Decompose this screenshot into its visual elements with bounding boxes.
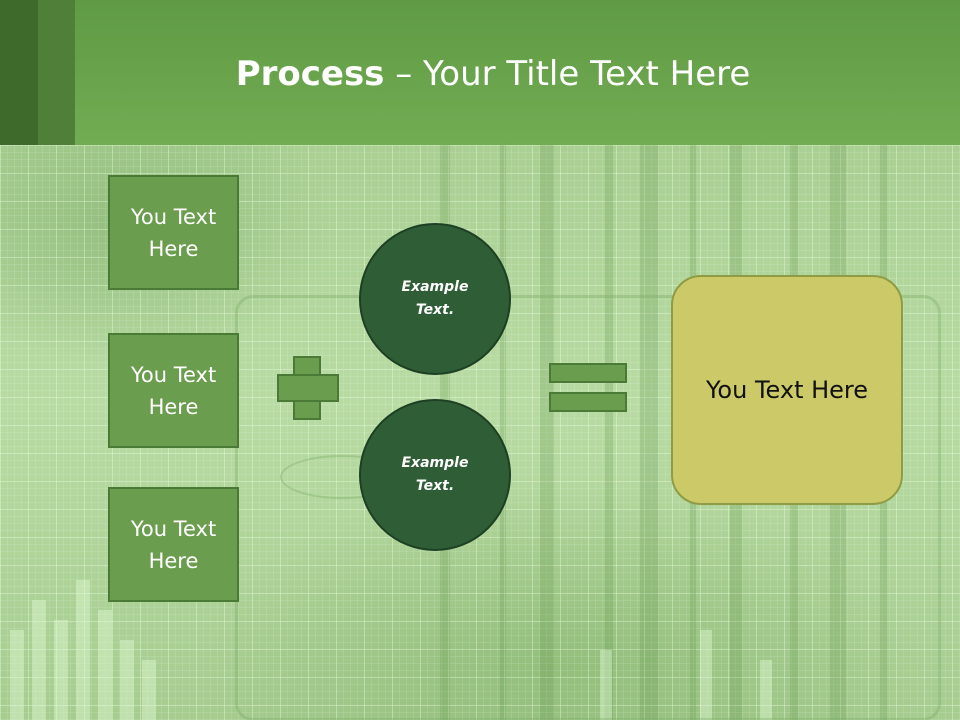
result-box[interactable]: You Text Here [671, 275, 903, 505]
equals-icon-top-bar [549, 363, 627, 383]
example-circle-1[interactable]: Example Text. [359, 223, 511, 375]
slide-title[interactable]: Process – Your Title Text Here [0, 52, 960, 96]
text-box-label: You Text Here [130, 204, 217, 261]
header-corner-mid [38, 0, 75, 145]
text-box-3[interactable]: You Text Here [108, 487, 239, 602]
circle-label: Example Text. [401, 279, 469, 318]
circle-label: Example Text. [401, 455, 469, 494]
title-rest: – Your Title Text Here [384, 54, 751, 94]
text-box-label: You Text Here [130, 516, 217, 573]
text-box-1[interactable]: You Text Here [108, 175, 239, 290]
example-circle-2[interactable]: Example Text. [359, 399, 511, 551]
background-bars [0, 145, 960, 720]
header-corner-dark [0, 0, 38, 145]
plus-icon-core [295, 376, 319, 400]
slide-header: Process – Your Title Text Here [0, 0, 960, 145]
text-box-2[interactable]: You Text Here [108, 333, 239, 448]
title-bold: Process [235, 54, 385, 94]
equals-icon-bottom-bar [549, 392, 627, 412]
text-box-label: You Text Here [130, 362, 217, 419]
result-box-label: You Text Here [705, 376, 869, 404]
